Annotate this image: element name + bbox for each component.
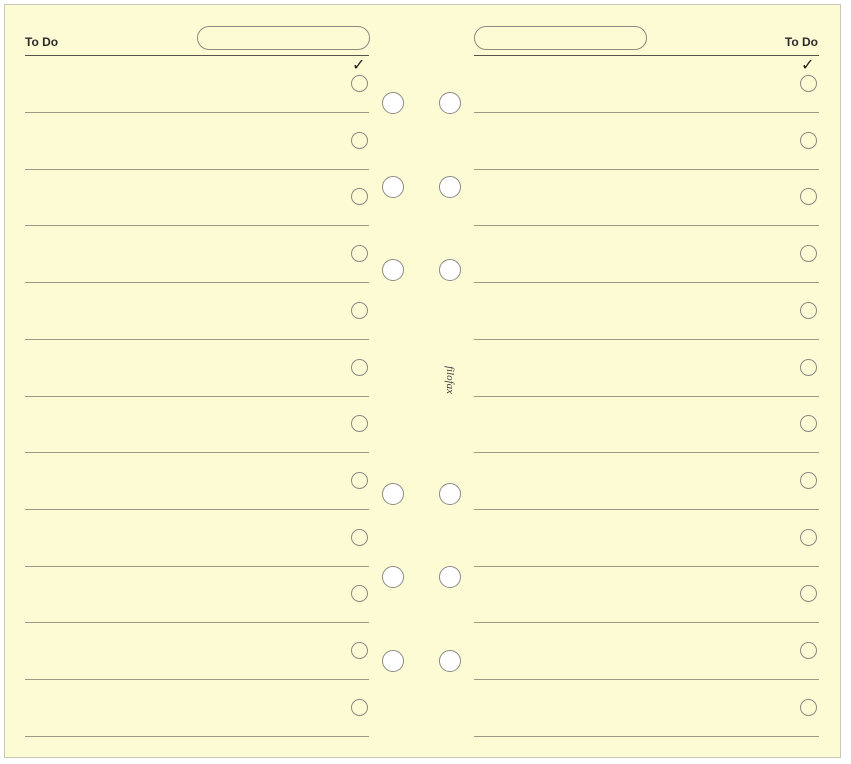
binder-hole-icon bbox=[439, 259, 461, 281]
binder-hole-icon bbox=[382, 92, 404, 114]
left-todo-line-8[interactable] bbox=[25, 509, 369, 510]
left-todo-line-7[interactable] bbox=[25, 452, 369, 453]
right-todo-line-3[interactable] bbox=[474, 225, 819, 226]
binder-hole-icon bbox=[382, 483, 404, 505]
right-todo-line-8[interactable] bbox=[474, 509, 819, 510]
right-todo-line-2[interactable] bbox=[474, 169, 819, 170]
binder-hole-icon bbox=[382, 176, 404, 198]
binder-hole-icon bbox=[382, 259, 404, 281]
right-checkbox-10[interactable] bbox=[800, 585, 817, 602]
right-checkbox-11[interactable] bbox=[800, 642, 817, 659]
binder-hole-icon bbox=[382, 566, 404, 588]
right-todo-line-6[interactable] bbox=[474, 396, 819, 397]
right-todo-line-1[interactable] bbox=[474, 112, 819, 113]
right-checkbox-7[interactable] bbox=[800, 415, 817, 432]
left-todo-line-1[interactable] bbox=[25, 112, 369, 113]
binder-hole-icon bbox=[439, 566, 461, 588]
right-checkbox-9[interactable] bbox=[800, 529, 817, 546]
left-checkbox-7[interactable] bbox=[351, 415, 368, 432]
right-todo-line-9[interactable] bbox=[474, 566, 819, 567]
left-checkbox-3[interactable] bbox=[351, 188, 368, 205]
binder-hole-icon bbox=[382, 650, 404, 672]
right-check-mark-icon: ✓ bbox=[801, 57, 815, 74]
right-checkbox-1[interactable] bbox=[800, 75, 817, 92]
right-header-field[interactable] bbox=[474, 26, 647, 50]
right-todo-line-5[interactable] bbox=[474, 339, 819, 340]
right-checkbox-2[interactable] bbox=[800, 132, 817, 149]
left-checkbox-1[interactable] bbox=[351, 75, 368, 92]
left-checkbox-5[interactable] bbox=[351, 302, 368, 319]
left-check-mark-icon: ✓ bbox=[352, 57, 366, 74]
right-todo-line-7[interactable] bbox=[474, 452, 819, 453]
left-page-title: To Do bbox=[25, 35, 59, 49]
binder-hole-icon bbox=[439, 176, 461, 198]
left-checkbox-6[interactable] bbox=[351, 359, 368, 376]
right-page-title: To Do bbox=[784, 35, 818, 49]
right-todo-line-10[interactable] bbox=[474, 622, 819, 623]
right-checkbox-12[interactable] bbox=[800, 699, 817, 716]
left-checkbox-11[interactable] bbox=[351, 642, 368, 659]
left-todo-line-4[interactable] bbox=[25, 282, 369, 283]
left-todo-line-3[interactable] bbox=[25, 225, 369, 226]
right-todo-line-12[interactable] bbox=[474, 736, 819, 737]
left-header-rule bbox=[25, 55, 369, 56]
left-todo-line-11[interactable] bbox=[25, 679, 369, 680]
left-todo-line-5[interactable] bbox=[25, 339, 369, 340]
right-checkbox-6[interactable] bbox=[800, 359, 817, 376]
left-checkbox-2[interactable] bbox=[351, 132, 368, 149]
left-checkbox-8[interactable] bbox=[351, 472, 368, 489]
right-checkbox-5[interactable] bbox=[800, 302, 817, 319]
left-todo-line-12[interactable] bbox=[25, 736, 369, 737]
right-checkbox-8[interactable] bbox=[800, 472, 817, 489]
binder-hole-icon bbox=[439, 483, 461, 505]
left-checkbox-12[interactable] bbox=[351, 699, 368, 716]
right-checkbox-3[interactable] bbox=[800, 188, 817, 205]
left-checkbox-4[interactable] bbox=[351, 245, 368, 262]
right-todo-line-11[interactable] bbox=[474, 679, 819, 680]
left-checkbox-9[interactable] bbox=[351, 529, 368, 546]
left-header-field[interactable] bbox=[197, 26, 370, 50]
planner-page: To Do ✓ To Do ✓ filofax bbox=[4, 4, 841, 758]
binder-hole-icon bbox=[439, 650, 461, 672]
binder-hole-icon bbox=[439, 92, 461, 114]
left-todo-line-9[interactable] bbox=[25, 566, 369, 567]
left-todo-line-2[interactable] bbox=[25, 169, 369, 170]
right-header-rule bbox=[474, 55, 819, 56]
left-checkbox-10[interactable] bbox=[351, 585, 368, 602]
right-checkbox-4[interactable] bbox=[800, 245, 817, 262]
right-todo-line-4[interactable] bbox=[474, 282, 819, 283]
left-todo-line-6[interactable] bbox=[25, 396, 369, 397]
left-todo-line-10[interactable] bbox=[25, 622, 369, 623]
